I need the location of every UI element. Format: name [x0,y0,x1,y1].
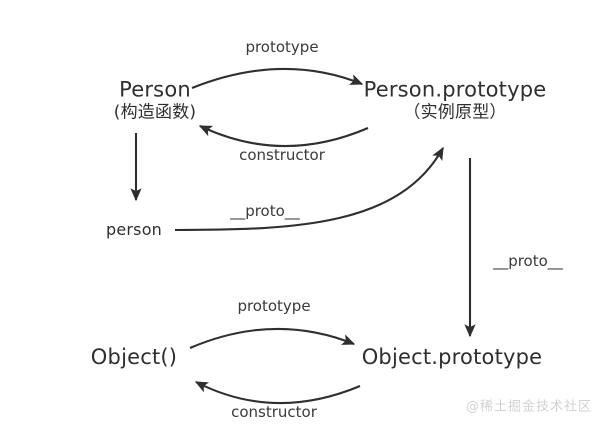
node-object-prototype: Object.prototype [362,344,543,370]
node-person-prototype-title: Person.prototype [363,77,547,102]
edge-label-prototype-chain-proto: __proto__ [493,252,563,270]
edge-label-object-constructor: constructor [231,403,317,421]
edge-label-person-constructor: constructor [239,146,325,164]
edge-person-to-person-prototype [191,67,364,89]
node-person-prototype-subtitle: （实例原型） [403,102,507,123]
edge-label-person-proto: __proto__ [230,202,300,220]
node-person-constructor: Person (构造函数) [114,76,196,124]
node-object-constructor-title: Object() [90,344,178,369]
node-person-instance: person [106,220,162,240]
edge-label-person-prototype: prototype [245,38,319,56]
node-person-instance-title: person [105,220,163,239]
node-person-constructor-subtitle: (构造函数) [113,102,197,123]
edge-person-prototype-to-person [198,125,369,148]
edge-person-instance-to-person-prototype [174,146,444,232]
node-object-prototype-title: Object.prototype [361,344,543,369]
edge-label-object-prototype: prototype [237,297,311,315]
edge-object-prototype-to-object [194,381,361,405]
edge-object-to-object-prototype [189,327,356,349]
node-person-prototype: Person.prototype （实例原型） [364,76,547,124]
node-object-constructor: Object() [91,344,177,370]
watermark: @稀土掘金技术社区 [466,399,593,415]
node-person-constructor-title: Person [119,77,191,102]
